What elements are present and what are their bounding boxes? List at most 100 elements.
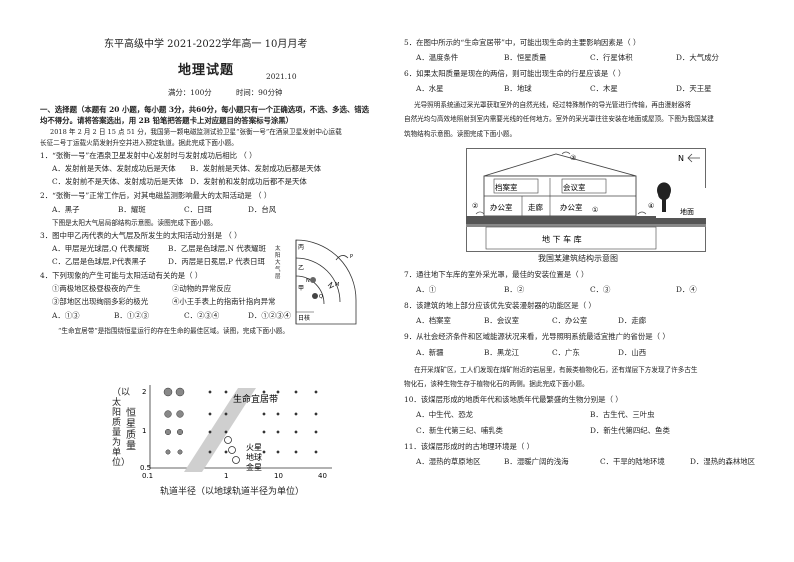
q10-option-c: C．新生代第三纪、哺乳类 xyxy=(416,426,503,435)
chart-ylabel: 恒星质量 xyxy=(126,408,136,452)
q8-option-d: D．走廊 xyxy=(618,316,647,325)
q6-option-a: A．水星 xyxy=(416,84,444,93)
ground-shadow xyxy=(466,224,706,227)
x-tick-0-1: 0.1 xyxy=(142,472,153,480)
planet-dot xyxy=(276,412,280,416)
planet-dot xyxy=(175,387,185,397)
label-jia: 甲 xyxy=(298,285,304,292)
meeting-room-box xyxy=(561,178,607,194)
exam-date: 2021.10 xyxy=(266,72,297,81)
ground-strip xyxy=(466,216,706,224)
marker-3: ③ xyxy=(570,154,576,162)
planet-dot xyxy=(262,450,266,454)
inner-layer-arc xyxy=(295,275,325,305)
chart-ylabel-unit: （以太阳质量为单位） xyxy=(112,388,131,468)
y-tick-2: 2 xyxy=(142,388,146,396)
y-tick-1: 1 xyxy=(142,427,146,435)
q7-option-b: B．② xyxy=(504,285,525,294)
habitable-zone-band xyxy=(184,388,256,472)
spot-n xyxy=(310,277,316,283)
label-m: M xyxy=(335,282,339,288)
q5-option-d: D．大气成分 xyxy=(676,53,719,62)
q11-option-c: C．干旱的陆地环境 xyxy=(600,457,665,466)
zone-text: 生命宜居带 xyxy=(233,393,278,405)
prominence-p xyxy=(335,255,349,261)
planet-dots xyxy=(163,387,318,464)
intro4-line3: 筑物结构示意图。读图完成下面小题。 xyxy=(404,130,517,138)
planet-dot xyxy=(224,390,228,394)
marker-4: ④ xyxy=(648,202,654,210)
sun-atmosphere-diagram: 丙 乙 甲 日核 P N M Q xyxy=(295,239,357,325)
q6-option-d: D．天王星 xyxy=(676,84,712,93)
label-mars: 火星 xyxy=(246,443,262,452)
planet-dot xyxy=(262,390,266,394)
q4-item-4: ④小王手表上的指南针指向异常 xyxy=(172,297,276,306)
intro5-line2: 物化石，该种生物生存于植物化石的两侧。据此完成下面小题。 xyxy=(404,380,589,388)
label-n: N xyxy=(306,278,310,284)
planet-dot xyxy=(314,412,318,416)
q4-option-c: C．②③④ xyxy=(184,311,220,320)
q9-option-b: B．黑龙江 xyxy=(484,348,519,357)
garage-box xyxy=(485,226,657,250)
q10-option-d: D．新生代第四纪、鱼类 xyxy=(590,426,670,435)
tree-crown xyxy=(658,188,670,200)
planet-dot xyxy=(224,412,228,416)
q7-option-c: C．③ xyxy=(590,285,611,294)
planet-dot xyxy=(165,449,171,455)
q10-option-a: A．中生代、恐龙 xyxy=(416,410,474,419)
x-tick-40: 40 xyxy=(318,472,327,480)
planet-dot xyxy=(164,428,172,436)
q1-option-c: C．发射前不是天体、发射成功后是天体 xyxy=(52,177,184,186)
planet-dot xyxy=(294,390,298,394)
q4-item-2: ②动物的异常反应 xyxy=(172,284,232,293)
q11-option-b: B．湿暖广阔的浅海 xyxy=(504,457,569,466)
q2-stem: 2．“张衡一号”正常工作后，对其电磁监测影响最大的太阳活动是 （ ） xyxy=(40,191,272,200)
planet-dot xyxy=(314,450,318,454)
q3-stem: 3．图中甲乙丙代表的大气层及所发生的太阳活动分别是 （ ） xyxy=(40,231,242,240)
planet-dot xyxy=(176,410,184,418)
intro1-line2: 长征二号丁运载火箭发射升空并进入预定轨道。据此完成下面小题。 xyxy=(40,139,238,147)
q4-option-a: A．①③ xyxy=(52,311,80,320)
label-p: P xyxy=(350,254,353,260)
planet-dot xyxy=(314,430,318,434)
q1-option-a: A．发射前是天体、发射成功后是天体 xyxy=(52,164,176,173)
label-earth: 地球 xyxy=(246,452,262,462)
q7-option-d: D．④ xyxy=(676,285,697,294)
x-tick-1: 1 xyxy=(224,472,228,480)
q5-stem: 5．在图中所示的“生命宜居带”中，可能出现生命的主要影响因素是（ ） xyxy=(404,38,641,47)
flare-m xyxy=(327,281,335,289)
middle-layer-arc xyxy=(295,257,341,303)
q8-option-a: A．档案室 xyxy=(416,316,451,325)
intro2: 下图是太阳大气层局部结构示意图。读图完成下面小题。 xyxy=(52,219,217,227)
q8-option-c: C．办公室 xyxy=(552,316,588,325)
planet-dot xyxy=(163,387,173,397)
section1-line1: 一、选择题（本题有 20 小题，每小题 3分，共60分，每小题只有一个正确选项，… xyxy=(40,105,370,114)
q1-option-b: B．发射前是天体、发射成功后都是天体 xyxy=(190,164,322,173)
label-q: Q xyxy=(319,294,323,300)
planet-dot xyxy=(262,430,266,434)
q5-option-c: C．行星体积 xyxy=(590,53,633,62)
q1-option-d: D．发射前和发射成功后都不是天体 xyxy=(190,177,307,186)
planet-dot xyxy=(294,412,298,416)
q6-stem: 6．如果太阳质量是现在的两倍，则可能出现生命的行星应该是（ ） xyxy=(404,69,626,78)
q8-stem: 8．该建筑的地上部分应该优先安装漫射器的功能区是（ ） xyxy=(404,301,596,310)
building-caption: 我国某建筑结构示意图 xyxy=(538,254,618,263)
skylight-4 xyxy=(637,211,647,215)
label-yi: 乙 xyxy=(298,265,304,272)
planet-dot xyxy=(224,430,228,434)
planet-dot xyxy=(208,412,212,416)
page-title: 地理试题 xyxy=(178,63,235,78)
q4-item-1: ①两极地区极昼极夜的产生 xyxy=(52,284,141,293)
q3-option-b: B．乙层是色球层,N 代表耀斑 xyxy=(168,244,266,253)
q11-option-d: D．湿热的森林地区 xyxy=(690,457,756,466)
q3-option-c: C．乙层是色球层,P代表黑子 xyxy=(52,257,147,266)
building-diagram: N 档案室 会议室 办公室 走廊 办公室 地 下 车 库 地面 ② ③ ④ ① xyxy=(466,148,706,252)
intro4-line2: 自然光均匀高效地照射到室内需要光线的任何地方。室外的采光罩往往安装在地面或屋顶。… xyxy=(404,115,714,123)
intro3: “生命宜居带”是指围绕恒星运行的存在生命的最佳区域。读图，完成下面小题。 xyxy=(58,327,289,335)
chart-xlabel: 轨道半径（以地球轨道半径为单位） xyxy=(160,487,305,497)
north-label: N xyxy=(678,154,684,163)
skylight-2 xyxy=(475,211,485,215)
x-tick-10: 10 xyxy=(274,472,283,480)
q6-option-c: C．木星 xyxy=(590,84,618,93)
q2-option-b: B．耀斑 xyxy=(118,205,146,214)
